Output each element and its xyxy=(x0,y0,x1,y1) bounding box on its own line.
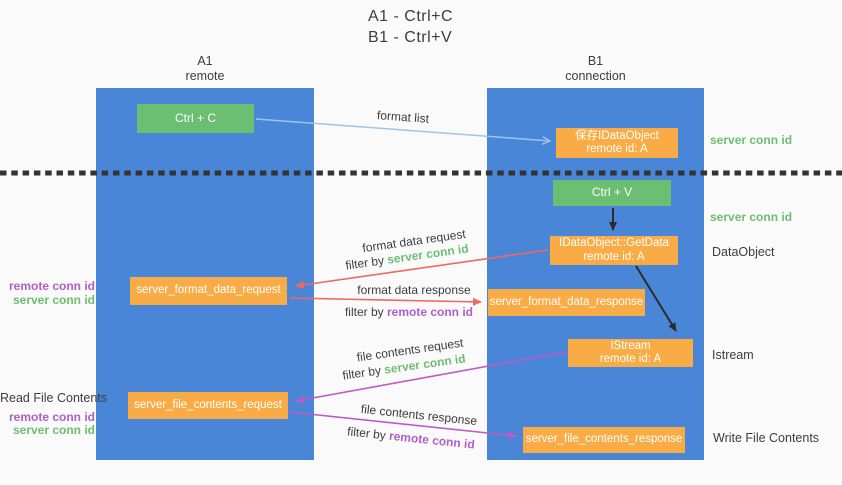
istream-box: IStream remote id: A xyxy=(568,339,693,367)
server-file-contents-response-box: server_file_contents_response xyxy=(523,427,685,453)
title-line-a1: A1 - Ctrl+C xyxy=(368,8,454,25)
column-b-role: connection xyxy=(565,69,626,83)
server-file-contents-request-box: server_file_contents_request xyxy=(128,392,288,419)
dataobject-label: DataObject xyxy=(712,245,775,259)
diagram-title: A1 - Ctrl+C B1 - Ctrl+V xyxy=(368,6,453,48)
istream-side-label: Istream xyxy=(712,348,754,362)
ctrl-c-box: Ctrl + C xyxy=(137,104,254,133)
server-format-data-response-label: server_format_data_response xyxy=(489,295,644,308)
remote-conn-id-text: remote conn id xyxy=(387,305,474,319)
arrow-file-contents-request xyxy=(295,351,567,404)
server-format-data-request-label: server_format_data_request xyxy=(136,284,281,297)
server-file-contents-request-label: server_file_contents_request xyxy=(134,398,282,411)
getdata-box: IDataObject::GetData remote id: A xyxy=(550,236,678,265)
ctrl-c-label: Ctrl + C xyxy=(174,110,216,125)
write-file-contents-label: Write File Contents xyxy=(713,431,820,445)
save-dataobject-line1: 保存IDataObject xyxy=(575,129,659,142)
column-b-id: B1 xyxy=(587,54,604,68)
arrow-file-contents-response xyxy=(289,411,517,440)
ctrl-v-label: Ctrl + V xyxy=(591,185,633,200)
format-server-conn-id-label: server conn id xyxy=(12,293,95,307)
save-dataobject-box: 保存IDataObject remote id: A xyxy=(556,128,678,158)
title-line-b1: B1 - Ctrl+V xyxy=(368,29,453,46)
column-a-role: remote xyxy=(185,69,225,83)
file-server-conn-id-label: server conn id xyxy=(12,423,95,437)
server-conn-id-mid-label: server conn id xyxy=(710,210,793,224)
istream-line2: remote id: A xyxy=(599,353,662,365)
arrow-format-data-request xyxy=(295,249,549,289)
column-a-id: A1 xyxy=(197,54,213,68)
getdata-line2: remote id: A xyxy=(583,250,645,263)
arrow-format-data-response xyxy=(289,297,482,306)
format-data-response-label: format data response xyxy=(357,283,471,297)
column-b-header: B1 connection xyxy=(487,54,704,84)
file-remote-conn-id-label: remote conn id xyxy=(8,410,95,424)
getdata-line1: IDataObject::GetData xyxy=(559,237,669,249)
server-format-data-request-box: server_format_data_request xyxy=(130,277,287,305)
save-dataobject-line2: remote id: A xyxy=(586,143,648,155)
arrow-getdata-to-istream xyxy=(635,265,677,332)
arrow-format-list xyxy=(255,118,550,141)
filter-by-text: filter by xyxy=(344,305,384,319)
istream-line1: IStream xyxy=(610,339,651,352)
column-a-header: A1 remote xyxy=(96,54,314,84)
read-file-contents-label: Read File Contents xyxy=(0,391,108,405)
format-remote-conn-id-label: remote conn id xyxy=(8,279,95,293)
ctrl-v-box: Ctrl + V xyxy=(553,180,671,206)
server-conn-id-top-label: server conn id xyxy=(710,133,793,147)
server-file-contents-response-label: server_file_contents_response xyxy=(525,433,683,446)
server-format-data-response-box: server_format_data_response xyxy=(488,289,645,316)
format-data-response-filter: filter by remote conn id xyxy=(324,305,494,319)
